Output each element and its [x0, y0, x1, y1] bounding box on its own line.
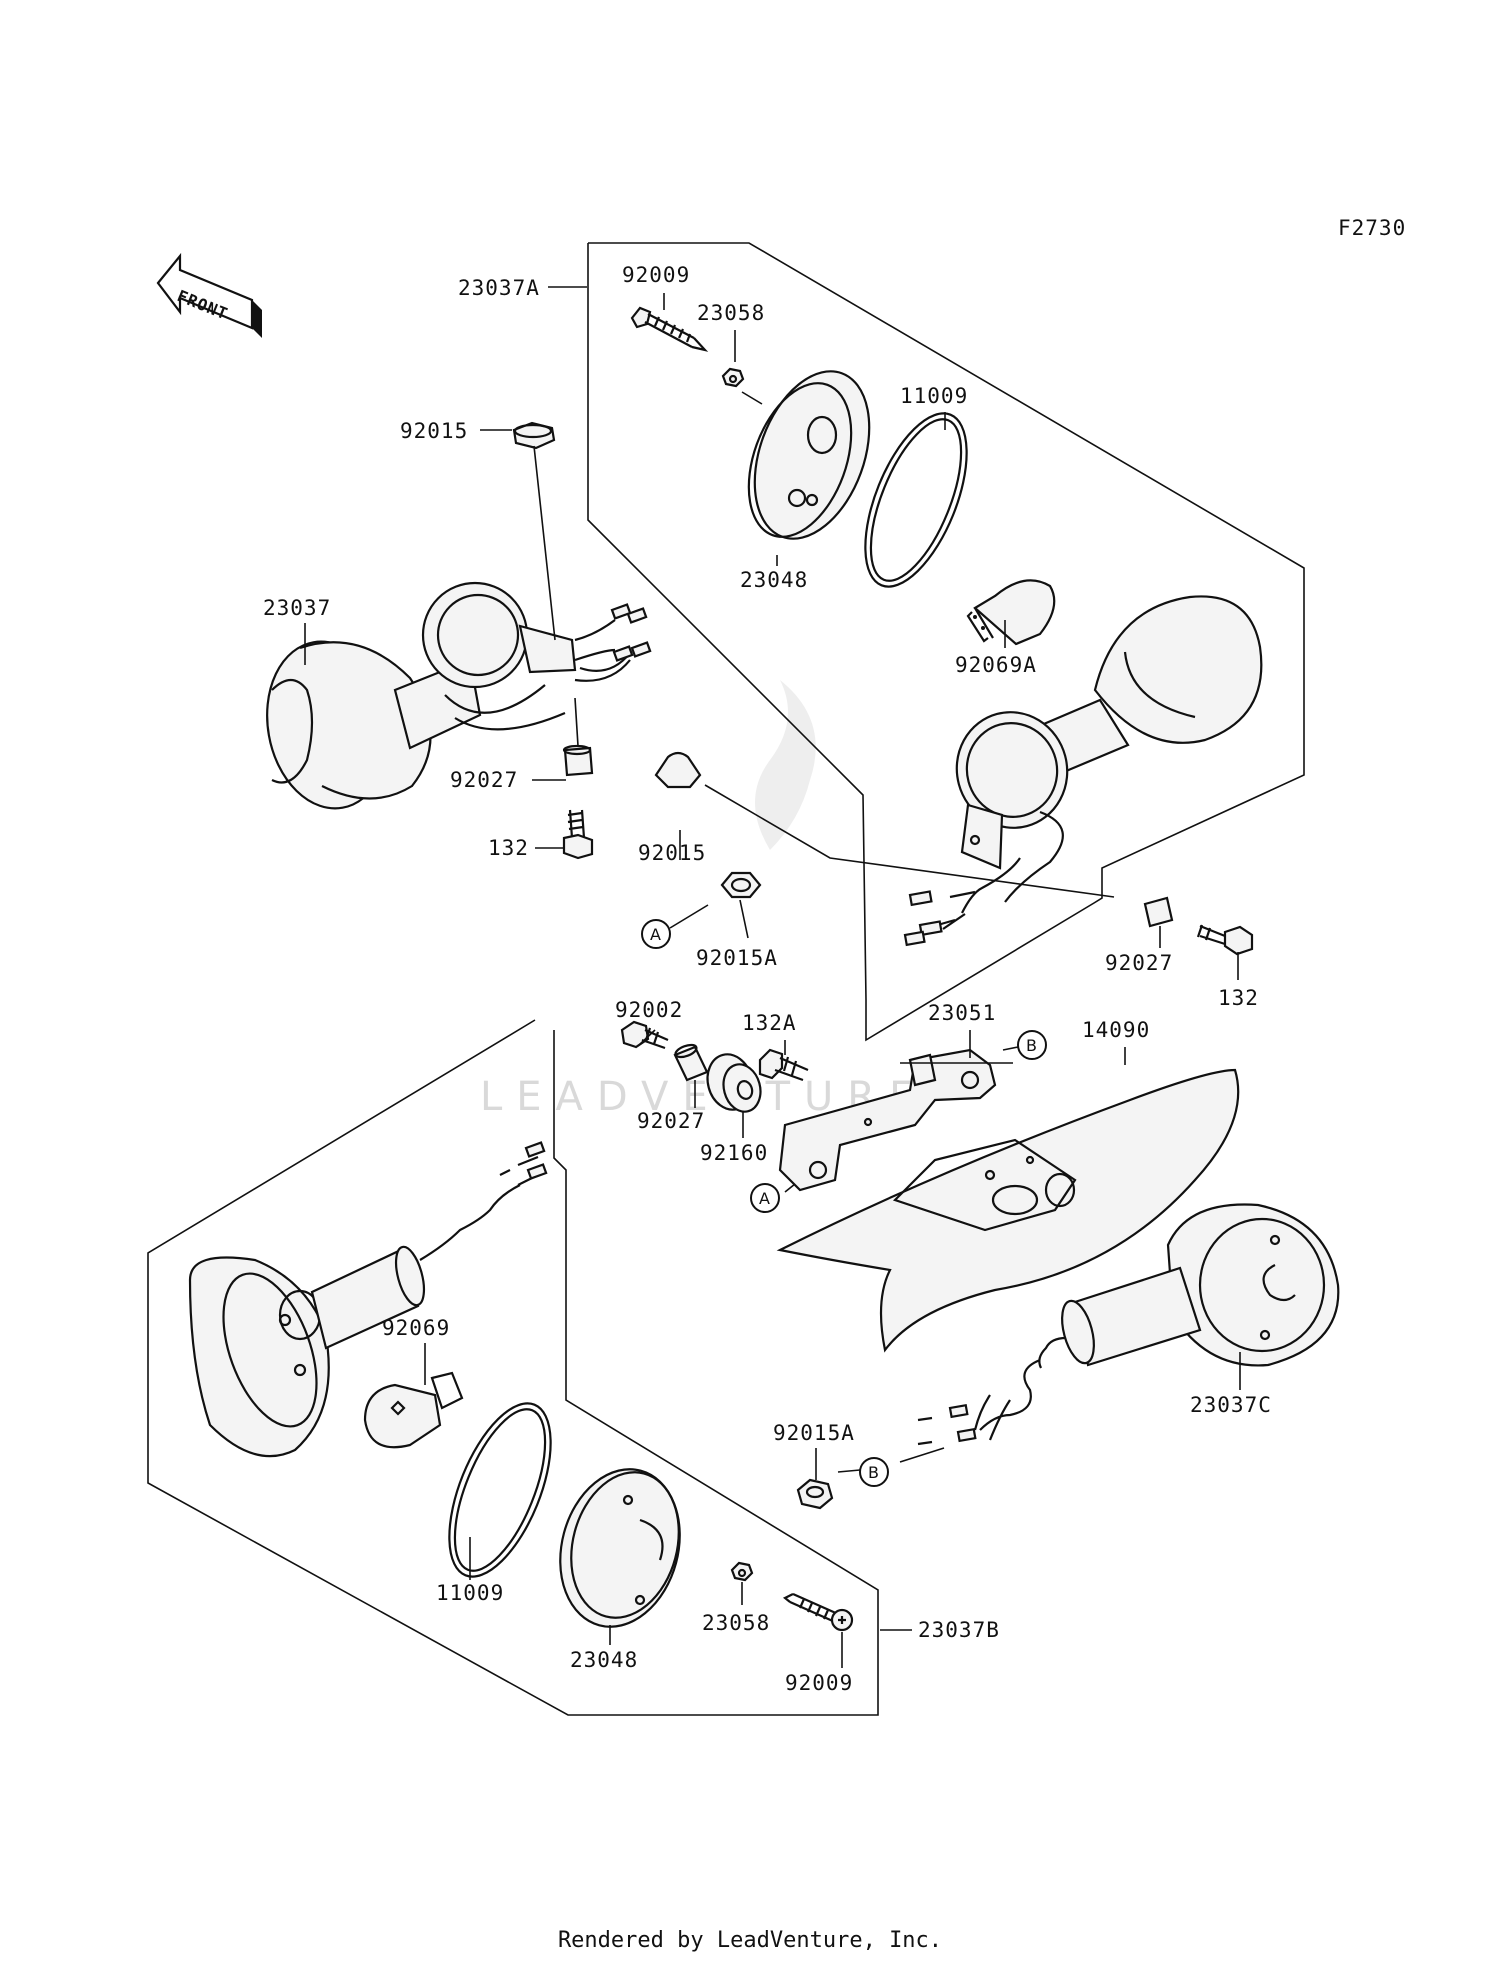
bolt-92009-bottom [782, 1592, 854, 1632]
label-92069: 92069 [382, 1316, 450, 1340]
label-23037B: 23037B [918, 1618, 1000, 1642]
label-132-left: 132 [488, 836, 529, 860]
bolt-132-right [1196, 924, 1254, 956]
callout-b-lower-label: B [868, 1463, 880, 1482]
turn-signal-housing-bottom-right [917, 1203, 1340, 1446]
footer-credit: Rendered by LeadVenture, Inc. [557, 1928, 943, 1953]
collar-92027-left [562, 744, 594, 777]
turn-signal-housing-bottom-left [188, 1141, 548, 1458]
label-23037A: 23037A [458, 276, 540, 300]
label-92027-right: 92027 [1105, 951, 1173, 975]
part-labels: 23037A 92009 23058 11009 23048 92069A 92… [263, 263, 1272, 1695]
gasket-11009-bottom [448, 1402, 552, 1578]
group-frame-23037A [587, 242, 1305, 1042]
label-23037: 23037 [263, 596, 331, 620]
label-23058-bottom: 23058 [702, 1611, 770, 1635]
collar-92027-mid [673, 1043, 709, 1082]
bolt-92009-top [630, 306, 709, 352]
nut-92015-mid [654, 751, 702, 789]
label-23058-top: 23058 [697, 301, 765, 325]
leader-lines [304, 286, 1241, 1668]
lens-23048-bottom [559, 1468, 681, 1628]
bolt-92002 [620, 1020, 669, 1050]
fender-14090 [776, 1068, 1240, 1353]
nut-92015-left [512, 421, 556, 450]
callout-a-lower: A [750, 1183, 780, 1213]
callout-b-upper: B [1017, 1030, 1047, 1060]
label-92069A: 92069A [955, 653, 1037, 677]
front-arrow-icon: FRONT [156, 252, 262, 338]
turn-signal-housing-top-right [903, 595, 1263, 947]
callout-a-upper: A [641, 919, 671, 949]
label-23048-top: 23048 [740, 568, 808, 592]
bolt-132-left [562, 809, 594, 860]
group-frame-23037B [147, 1019, 879, 1716]
label-92002: 92002 [615, 998, 683, 1022]
turn-signal-housing-left [266, 581, 652, 810]
callout-a-lower-label: A [759, 1189, 771, 1208]
nut-92015A-bottom [796, 1478, 834, 1510]
washer-23058-bottom [730, 1561, 754, 1582]
callout-b-lower: B [859, 1457, 889, 1487]
bulb-92069 [363, 1371, 464, 1449]
grommet-92160 [706, 1053, 762, 1113]
label-92009-bottom: 92009 [785, 1671, 853, 1695]
figure-code: F2730 [1338, 216, 1406, 240]
bulb-92069A [966, 579, 1056, 646]
label-11009-top: 11009 [900, 384, 968, 408]
label-11009-bottom: 11009 [436, 1581, 504, 1605]
gasket-11009-top [864, 412, 968, 588]
label-92009-top: 92009 [622, 263, 690, 287]
lens-23048-top [747, 370, 871, 540]
label-92015-mid: 92015 [638, 841, 706, 865]
leadventure-watermark: LEADVENTURE [480, 680, 914, 1120]
label-23037C: 23037C [1190, 1393, 1272, 1417]
label-92015A-mid: 92015A [696, 946, 778, 970]
label-92015-left: 92015 [400, 419, 468, 443]
callout-a-upper-label: A [650, 925, 662, 944]
collar-92027-right [1143, 896, 1174, 928]
label-132A: 132A [742, 1011, 797, 1035]
label-92015A-bottom: 92015A [773, 1421, 855, 1445]
label-92027-left: 92027 [450, 768, 518, 792]
label-23048-bottom: 23048 [570, 1648, 638, 1672]
callout-b-upper-label: B [1026, 1036, 1038, 1055]
label-14090: 14090 [1082, 1018, 1150, 1042]
nut-92015A-mid [720, 871, 762, 899]
label-92160: 92160 [700, 1141, 768, 1165]
bolt-132A [758, 1048, 809, 1082]
label-92027-mid: 92027 [637, 1109, 705, 1133]
label-132-right: 132 [1218, 986, 1259, 1010]
washer-23058-top [721, 367, 745, 388]
label-23051: 23051 [928, 1001, 996, 1025]
